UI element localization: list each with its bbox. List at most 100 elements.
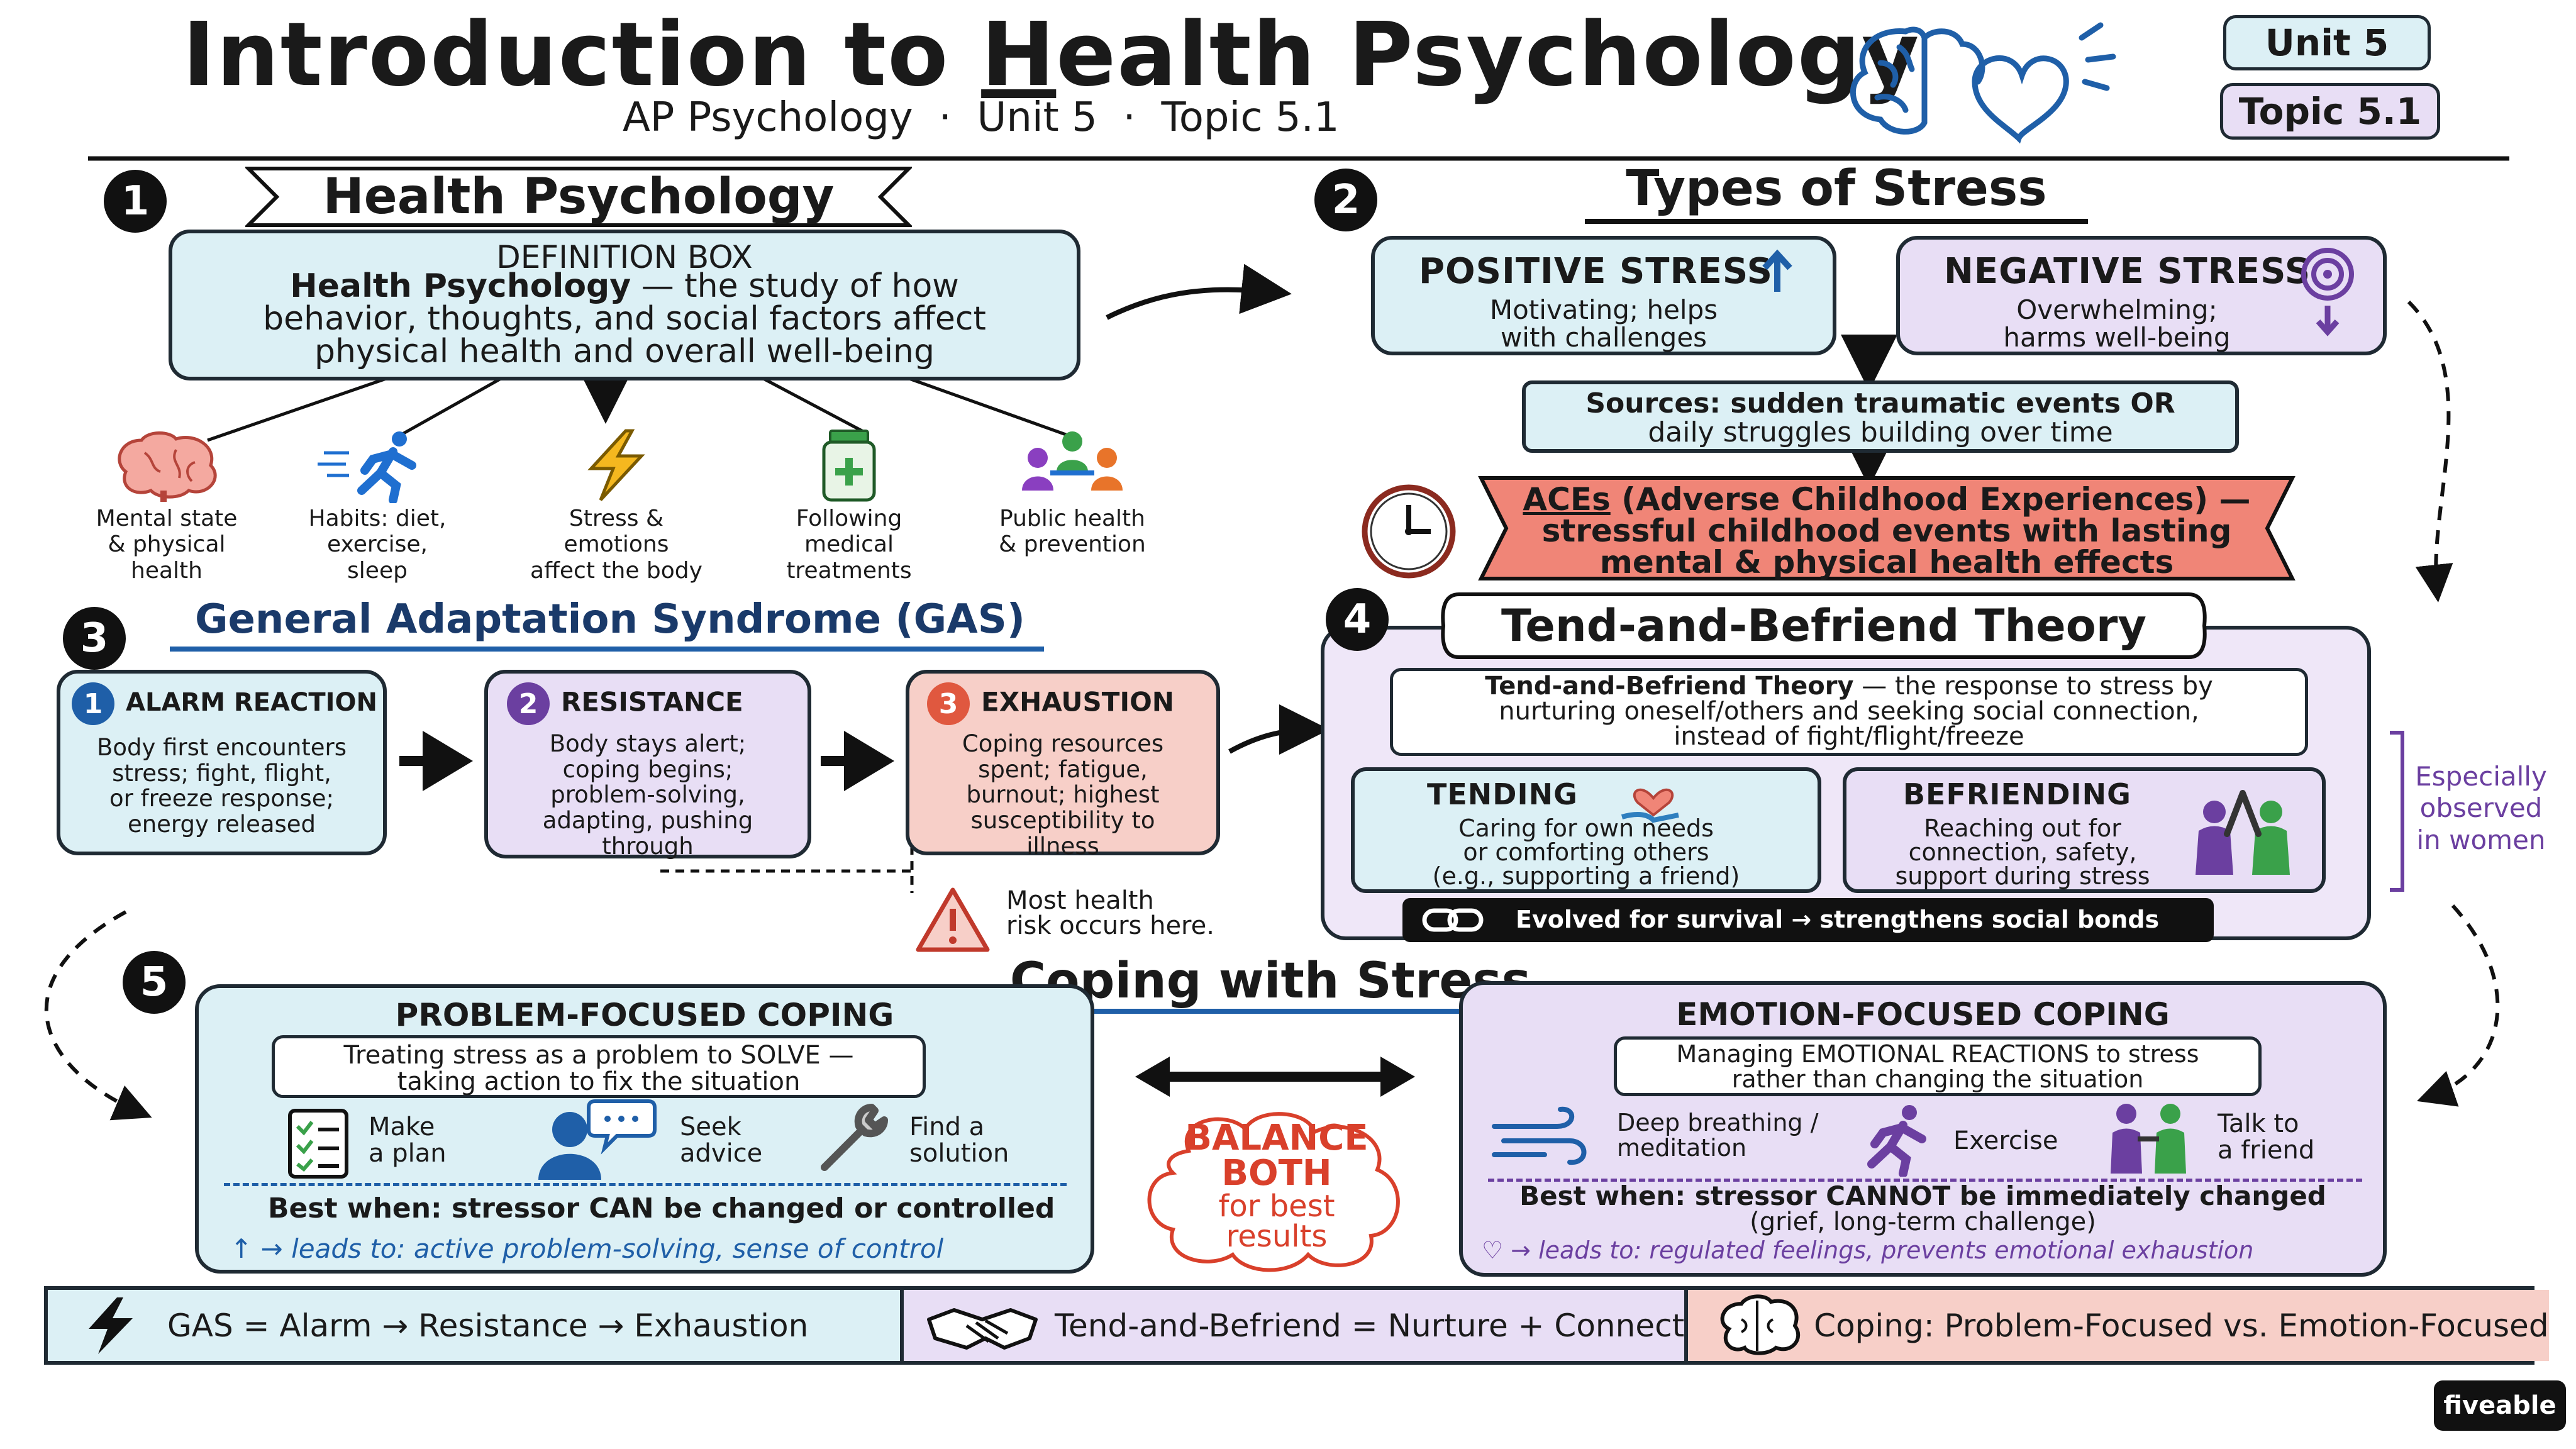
problem-focused-card: PROBLEM-FOCUSED COPING Treating stress a… [195,984,1094,1274]
aces-line-2: stressful childhood events with lasting [1541,513,2232,549]
ef-best-line-2: (grief, long-term challenge) [1750,1208,2096,1236]
section-1-title: Health Psychology [323,169,835,225]
brain-icon [1720,1294,1801,1355]
stage-line: energy released [127,811,316,838]
title-prefix: Introduction to [182,4,982,106]
positive-stress-card: POSITIVE STRESS Motivating; helps with c… [1371,236,1836,355]
balance-line-4: results [1226,1219,1328,1254]
pf-item-line-2: advice [680,1139,763,1168]
emotion-focused-definition: Managing EMOTIONAL REACTIONS to stress r… [1614,1036,2262,1096]
pf-def-line-1: Treating stress as a problem to SOLVE — [343,1041,854,1070]
tending-desc: Caring for own needs or comforting other… [1355,816,1818,888]
definition-line-3: physical health and overall well-being [314,333,935,370]
friends-icon [2111,1104,2186,1174]
negative-stress-line-2: harms well-being [2003,322,2231,353]
negative-stress-title: NEGATIVE STRESS [1944,251,2311,292]
breath-icon [1492,1106,1587,1165]
definition-text: Health Psychology — the study of how beh… [172,270,1077,368]
stage-desc: Body stays alert; coping begins; problem… [488,731,808,859]
section-2-number: 2 [1314,169,1377,231]
factor-label-1: Stress & [569,506,664,531]
pf-leads-text: → leads to: active problem-solving, sens… [260,1233,944,1264]
ef-leads: ♡ → leads to: regulated feelings, preven… [1482,1236,2253,1264]
sources-line-2: daily struggles building over time [1648,416,2113,449]
title-suffix: ealth Psychology [1056,4,1921,106]
problem-focused-title: PROBLEM-FOCUSED COPING [395,997,894,1033]
factor-label-2: emotions [564,531,669,558]
stage-desc: Body first encounters stress; fight, fli… [60,735,383,838]
factor-label-2: medical [804,531,894,558]
aces-acronym: ACEs [1523,481,1611,518]
warning-icon [916,887,990,952]
aces-text: ACEs (Adverse Childhood Experiences) — s… [1478,484,2296,578]
summary-gas: GAS = Alarm → Resistance → Exhaustion [48,1290,904,1361]
stage-title: ALARM REACTION [126,688,378,717]
advice-icon [538,1099,657,1180]
balance-line-3: for best [1218,1189,1335,1224]
stage-line: coping begins; [562,755,733,783]
warning-note: Most health risk occurs here. [1006,888,1270,938]
pf-def-line-2: taking action to fix the situation [397,1067,801,1096]
problem-focused-definition: Treating stress as a problem to SOLVE — … [272,1035,926,1098]
section-4-title: Tend-and-Befriend Theory [1501,600,2147,652]
warning-line-2: risk occurs here. [1006,911,1214,940]
pf-item-plan: Make a plan [369,1114,447,1167]
brand-logo: fiveable [2434,1380,2566,1431]
evolved-bar: Evolved for survival → strengthens socia… [1402,898,2214,942]
stage-desc: Coping resources spent; fatigue, burnout… [909,731,1216,859]
ef-item-friend: Talk to a friend [2218,1111,2314,1163]
stage-title: RESISTANCE [561,686,743,718]
emotion-focused-card: EMOTION-FOCUSED COPING Managing EMOTIONA… [1459,981,2387,1277]
tend-def-text: Tend-and-Befriend Theory — the response … [1393,674,2305,749]
section-2-title: Types of Stress [1626,160,2047,217]
stage-number-badge: 3 [927,682,970,725]
heart-outline-icon: ♡ [1482,1236,1511,1264]
section-5-title: Coping with Stress [1009,953,1531,1009]
arrow-up-icon [1762,249,1792,292]
summary-bar: GAS = Alarm → Resistance → Exhaustion Te… [44,1286,2549,1365]
stage-line: or freeze response; [109,785,335,813]
unit-badge: Unit 5 [2223,15,2431,70]
women-note-line-2: observed [2419,792,2543,824]
pf-item-line-1: Make [369,1113,435,1141]
factor-item: Stress & emotions affect the body [503,428,730,584]
spiral-down-icon [2301,248,2354,336]
topic-badge-label: Topic 5.1 [2238,90,2422,133]
pf-item-solution: Find a solution [909,1114,1009,1167]
aces-banner: ACEs (Adverse Childhood Experiences) — s… [1478,475,2296,582]
brain-heart-icon [1830,13,2132,145]
befriending-line-3: support during stress [1895,862,2150,890]
stage-line: susceptibility to [970,807,1155,835]
factor-label-2: & prevention [999,531,1146,558]
ef-leads-text: → leads to: regulated feelings, prevents… [1511,1236,2254,1264]
emotion-focused-title: EMOTION-FOCUSED COPING [1676,996,2170,1033]
pf-item-line-2: solution [909,1139,1009,1168]
section-3-title: General Adaptation Syndrome (GAS) [194,596,1026,643]
unit-badge-label: Unit 5 [2265,21,2389,64]
warning-line-1: Most health [1006,886,1154,915]
factor-label-1: Habits: diet, [308,506,447,531]
high-five-icon [2196,790,2290,875]
ef-def-line-2: rather than changing the situation [1731,1065,2144,1093]
factor-label-3: sleep [347,557,408,584]
befriending-title: BEFRIENDING [1903,777,2131,811]
positive-stress-line-1: Motivating; helps [1489,294,1718,325]
factor-label-2: & physical [108,531,226,558]
tend-def-line-3: instead of fight/flight/freeze [1674,722,2024,751]
ef-item-breathing: Deep breathing / meditation [1617,1109,1819,1161]
stage-line: through [602,832,694,860]
tending-line-1: Caring for own needs [1458,814,1714,842]
pf-item-advice: Seek advice [680,1114,762,1167]
section-3-number: 3 [63,607,126,670]
befriending-line-1: Reaching out for [1924,814,2121,842]
community-icon [1022,431,1123,491]
ef-def-line-1: Managing EMOTIONAL REACTIONS to stress [1676,1040,2199,1068]
definition-line-1: — the study of how [631,267,959,305]
stage-line: Body first encounters [96,734,347,761]
summary-tend-text: Tend-and-Befriend = Nurture + Connect [1055,1307,1685,1344]
ef-item-line-1: Deep breathing / [1617,1109,1819,1136]
aces-line-3: mental & physical health effects [1599,544,2174,580]
tend-def-line-1: — the response to stress by [1853,672,2213,701]
summary-gas-text: GAS = Alarm → Resistance → Exhaustion [167,1307,809,1344]
